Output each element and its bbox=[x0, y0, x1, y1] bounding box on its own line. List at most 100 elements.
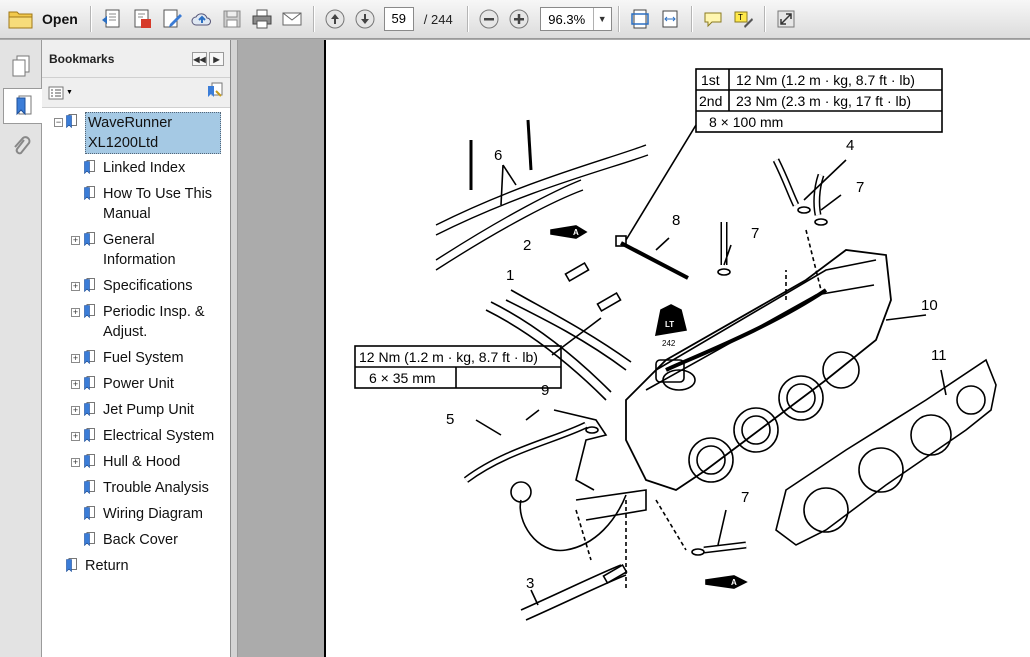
torque-top-value-2: 23 Nm (2.3 m · kg, 17 ft · lb) bbox=[736, 93, 911, 109]
bookmark-item[interactable]: Fuel System bbox=[84, 348, 233, 368]
next-page-button[interactable] bbox=[350, 4, 380, 34]
panel-splitter[interactable] bbox=[231, 40, 238, 657]
close-panel-button[interactable]: ▶ bbox=[209, 52, 224, 66]
callout-1: 1 bbox=[506, 267, 514, 284]
create-pdf-button[interactable] bbox=[97, 4, 127, 34]
bookmark-item[interactable]: Specifications bbox=[84, 276, 233, 296]
expand-toggle[interactable]: + bbox=[71, 405, 80, 415]
expand-toggle[interactable]: + bbox=[71, 353, 80, 363]
expand-toggle[interactable]: + bbox=[71, 281, 80, 291]
manifold-body bbox=[625, 249, 892, 491]
fit-page-button[interactable] bbox=[625, 4, 655, 34]
arrow-down-icon bbox=[355, 9, 375, 29]
export-pdf-button[interactable] bbox=[127, 4, 157, 34]
bookmark-label: Return bbox=[85, 558, 129, 574]
plus-circle-icon bbox=[509, 9, 529, 29]
options-menu-button[interactable]: ▼ bbox=[48, 86, 73, 100]
bookmark-item[interactable]: Back Cover bbox=[84, 530, 233, 550]
share-button[interactable] bbox=[187, 4, 217, 34]
bookmark-label: Trouble Analysis bbox=[103, 480, 209, 496]
edit-document-icon bbox=[163, 9, 182, 28]
cloud-upload-icon bbox=[191, 13, 211, 26]
bookmark-icon bbox=[84, 278, 95, 292]
bookmark-icon bbox=[84, 186, 95, 200]
torque-top-step-2: 2nd bbox=[699, 93, 722, 109]
highlight-button[interactable]: T bbox=[728, 4, 758, 34]
print-button[interactable] bbox=[247, 4, 277, 34]
bookmark-item[interactable]: How To Use This Manual bbox=[84, 184, 223, 224]
attachments-panel-button[interactable] bbox=[3, 128, 39, 164]
new-bookmark-button[interactable] bbox=[206, 81, 224, 104]
page-number-input[interactable]: 59 bbox=[383, 7, 414, 31]
callout-2: 2 bbox=[523, 237, 531, 254]
torque-top-value-1: 12 Nm (1.2 m · kg, 8.7 ft · lb) bbox=[736, 72, 915, 88]
bookmark-label: Hull & Hood bbox=[103, 454, 181, 470]
bookmark-label: Jet Pump Unit bbox=[103, 402, 195, 418]
bookmark-label: Electrical System bbox=[103, 428, 215, 444]
navigation-strip bbox=[0, 40, 43, 657]
panel-title: Bookmarks bbox=[49, 51, 115, 66]
expand-toggle[interactable]: + bbox=[71, 307, 80, 317]
fit-width-icon bbox=[662, 10, 678, 28]
a-marker-top: A bbox=[573, 228, 579, 237]
bookmark-item[interactable]: Power Unit bbox=[84, 374, 233, 394]
collapse-panel-button[interactable]: ◀◀ bbox=[192, 52, 207, 66]
save-button[interactable] bbox=[217, 4, 247, 34]
bookmark-item[interactable]: Periodic Insp. & Adjust. bbox=[84, 302, 223, 342]
bookmark-icon bbox=[84, 532, 95, 546]
previous-page-button[interactable] bbox=[320, 4, 350, 34]
expand-toggle[interactable]: + bbox=[71, 379, 80, 389]
arrow-up-icon bbox=[325, 9, 345, 29]
chevron-down-icon[interactable]: ▼ bbox=[592, 8, 611, 30]
bookmark-icon bbox=[66, 558, 77, 572]
bookmark-item[interactable]: WaveRunner XL1200Ltd bbox=[66, 112, 221, 154]
bookmark-icon bbox=[84, 506, 95, 520]
export-pdf-icon bbox=[134, 9, 151, 28]
minus-circle-icon bbox=[479, 9, 499, 29]
document-page: 1st 12 Nm (1.2 m · kg, 8.7 ft · lb) 2nd … bbox=[324, 40, 1030, 657]
expand-toggle[interactable]: + bbox=[71, 431, 80, 441]
envelope-icon bbox=[282, 12, 302, 26]
torque-left-size: 6 × 35 mm bbox=[369, 370, 436, 386]
callout-8: 8 bbox=[672, 212, 680, 229]
callout-5: 5 bbox=[446, 411, 454, 428]
fit-width-button[interactable] bbox=[655, 4, 685, 34]
pages-icon bbox=[12, 55, 30, 77]
bookmark-item[interactable]: Trouble Analysis bbox=[84, 478, 233, 498]
open-button[interactable]: Open bbox=[6, 4, 84, 34]
bookmark-item[interactable]: Linked Index bbox=[84, 158, 243, 178]
page-total: / 244 bbox=[423, 11, 453, 27]
zoom-out-button[interactable] bbox=[474, 4, 504, 34]
bookmark-icon bbox=[84, 480, 95, 494]
comment-button[interactable] bbox=[698, 4, 728, 34]
create-pdf-icon bbox=[101, 9, 120, 28]
bookmark-item[interactable]: Electrical System bbox=[84, 426, 233, 446]
save-disk-icon bbox=[223, 10, 241, 28]
callout-6: 6 bbox=[494, 147, 502, 164]
zoom-in-button[interactable] bbox=[504, 4, 534, 34]
pages-panel-button[interactable] bbox=[3, 48, 39, 84]
bookmark-item[interactable]: General Information bbox=[84, 230, 223, 270]
bookmark-item[interactable]: Jet Pump Unit bbox=[84, 400, 233, 420]
bookmark-icon bbox=[66, 114, 77, 128]
collapse-toggle[interactable]: − bbox=[54, 117, 63, 127]
bookmark-item[interactable]: Wiring Diagram bbox=[84, 504, 233, 524]
torque-top-step-1: 1st bbox=[701, 72, 720, 88]
bookmark-item[interactable]: Return bbox=[66, 556, 215, 576]
bookmark-icon bbox=[84, 428, 95, 442]
edit-button[interactable] bbox=[157, 4, 187, 34]
new-bookmark-icon bbox=[208, 82, 223, 97]
expand-toggle[interactable]: + bbox=[71, 457, 80, 467]
open-label: Open bbox=[42, 11, 78, 27]
torque-table-top bbox=[695, 68, 943, 133]
expand-toggle[interactable]: + bbox=[71, 235, 80, 245]
email-button[interactable] bbox=[277, 4, 307, 34]
chevron-down-icon: ▼ bbox=[66, 89, 73, 96]
zoom-value: 96.3% bbox=[548, 11, 586, 27]
bookmarks-panel-button[interactable] bbox=[3, 88, 43, 124]
full-screen-button[interactable] bbox=[771, 4, 801, 34]
bookmark-item[interactable]: Hull & Hood bbox=[84, 452, 233, 472]
zoom-select[interactable]: 96.3% ▼ bbox=[539, 7, 612, 31]
speech-bubble-icon bbox=[704, 12, 722, 28]
